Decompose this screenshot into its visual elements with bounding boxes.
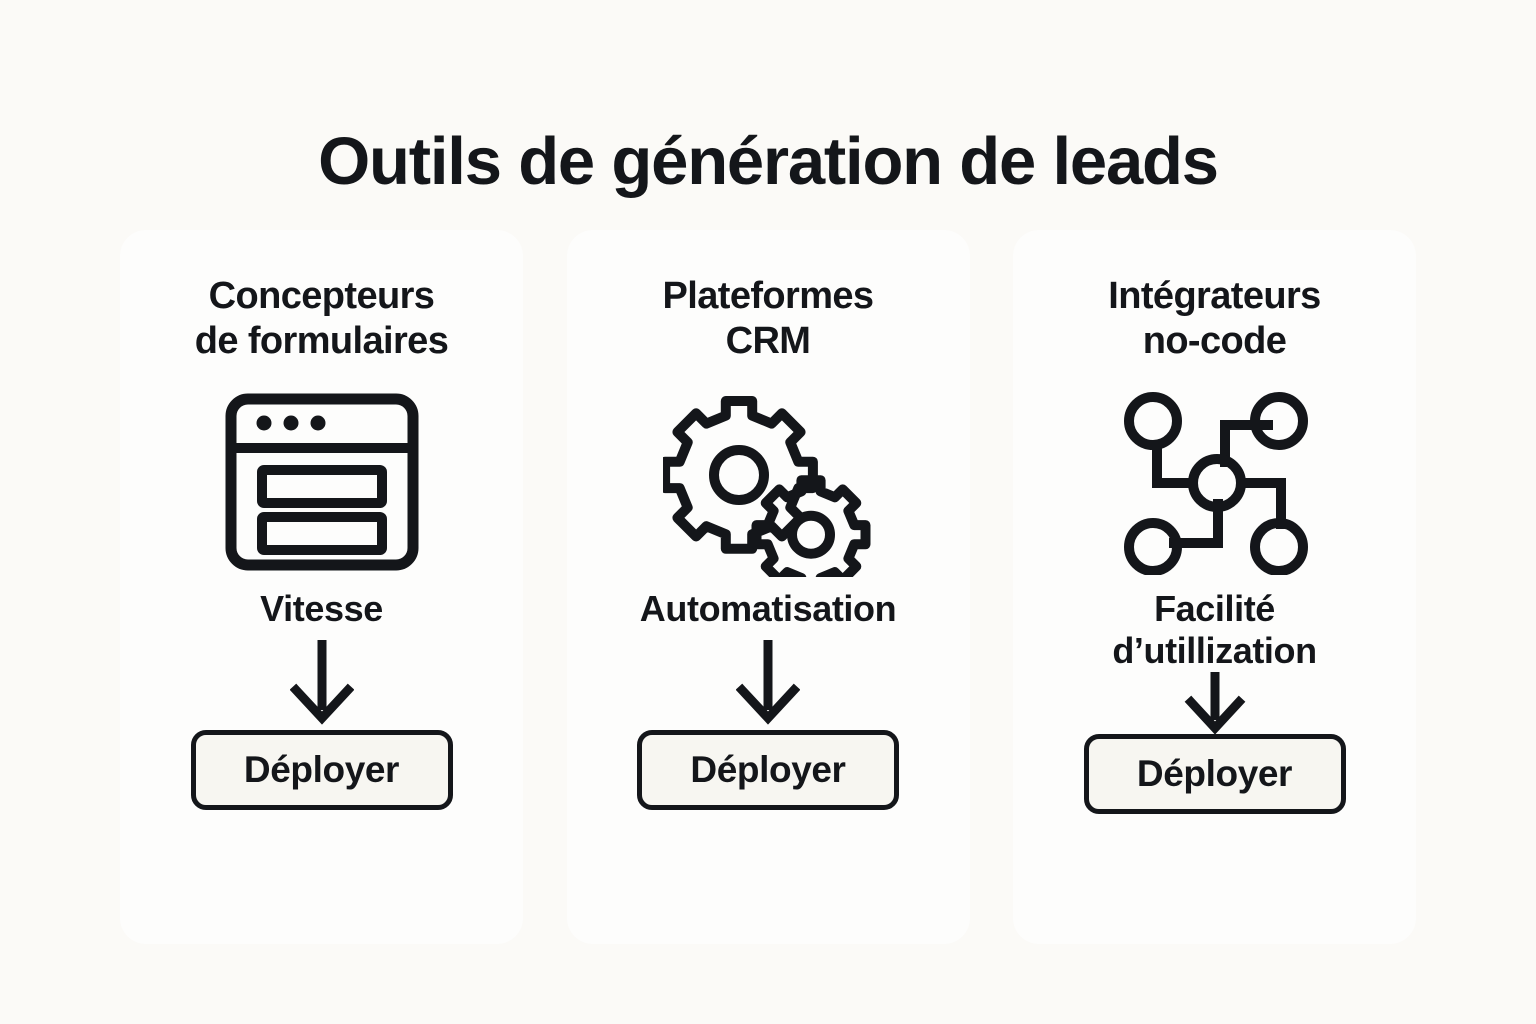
- form-builder-window-icon: [222, 382, 422, 582]
- card-nocode-integrators[interactable]: Intégrateurs no-code: [1013, 230, 1416, 944]
- card-benefit: Vitesse: [260, 588, 383, 629]
- card-title: Concepteurs de formulaires: [194, 275, 449, 362]
- down-arrow-icon: [289, 634, 354, 730]
- card-crm-platforms[interactable]: Plateformes CRM Automatisation: [566, 230, 970, 944]
- gears-icon: [663, 382, 873, 582]
- node-network-icon: [1117, 382, 1313, 582]
- card-benefit: Automatisation: [639, 588, 897, 629]
- card-title: Plateformes CRM: [662, 275, 875, 362]
- deploy-button[interactable]: Déployer: [190, 730, 453, 810]
- card-form-designers[interactable]: Concepteurs de formulaires V: [120, 230, 523, 944]
- card-benefit: Facilité d’utillization: [1112, 588, 1317, 671]
- down-arrow-icon: [1183, 671, 1247, 735]
- page-title: Outils de génération de leads: [318, 123, 1219, 199]
- card-title: Intégrateurs no-code: [1108, 275, 1321, 362]
- card-row: Concepteurs de formulaires V: [120, 230, 1416, 944]
- deploy-button[interactable]: Déployer: [637, 730, 899, 810]
- down-arrow-icon: [736, 634, 800, 730]
- deploy-button[interactable]: Déployer: [1083, 733, 1346, 814]
